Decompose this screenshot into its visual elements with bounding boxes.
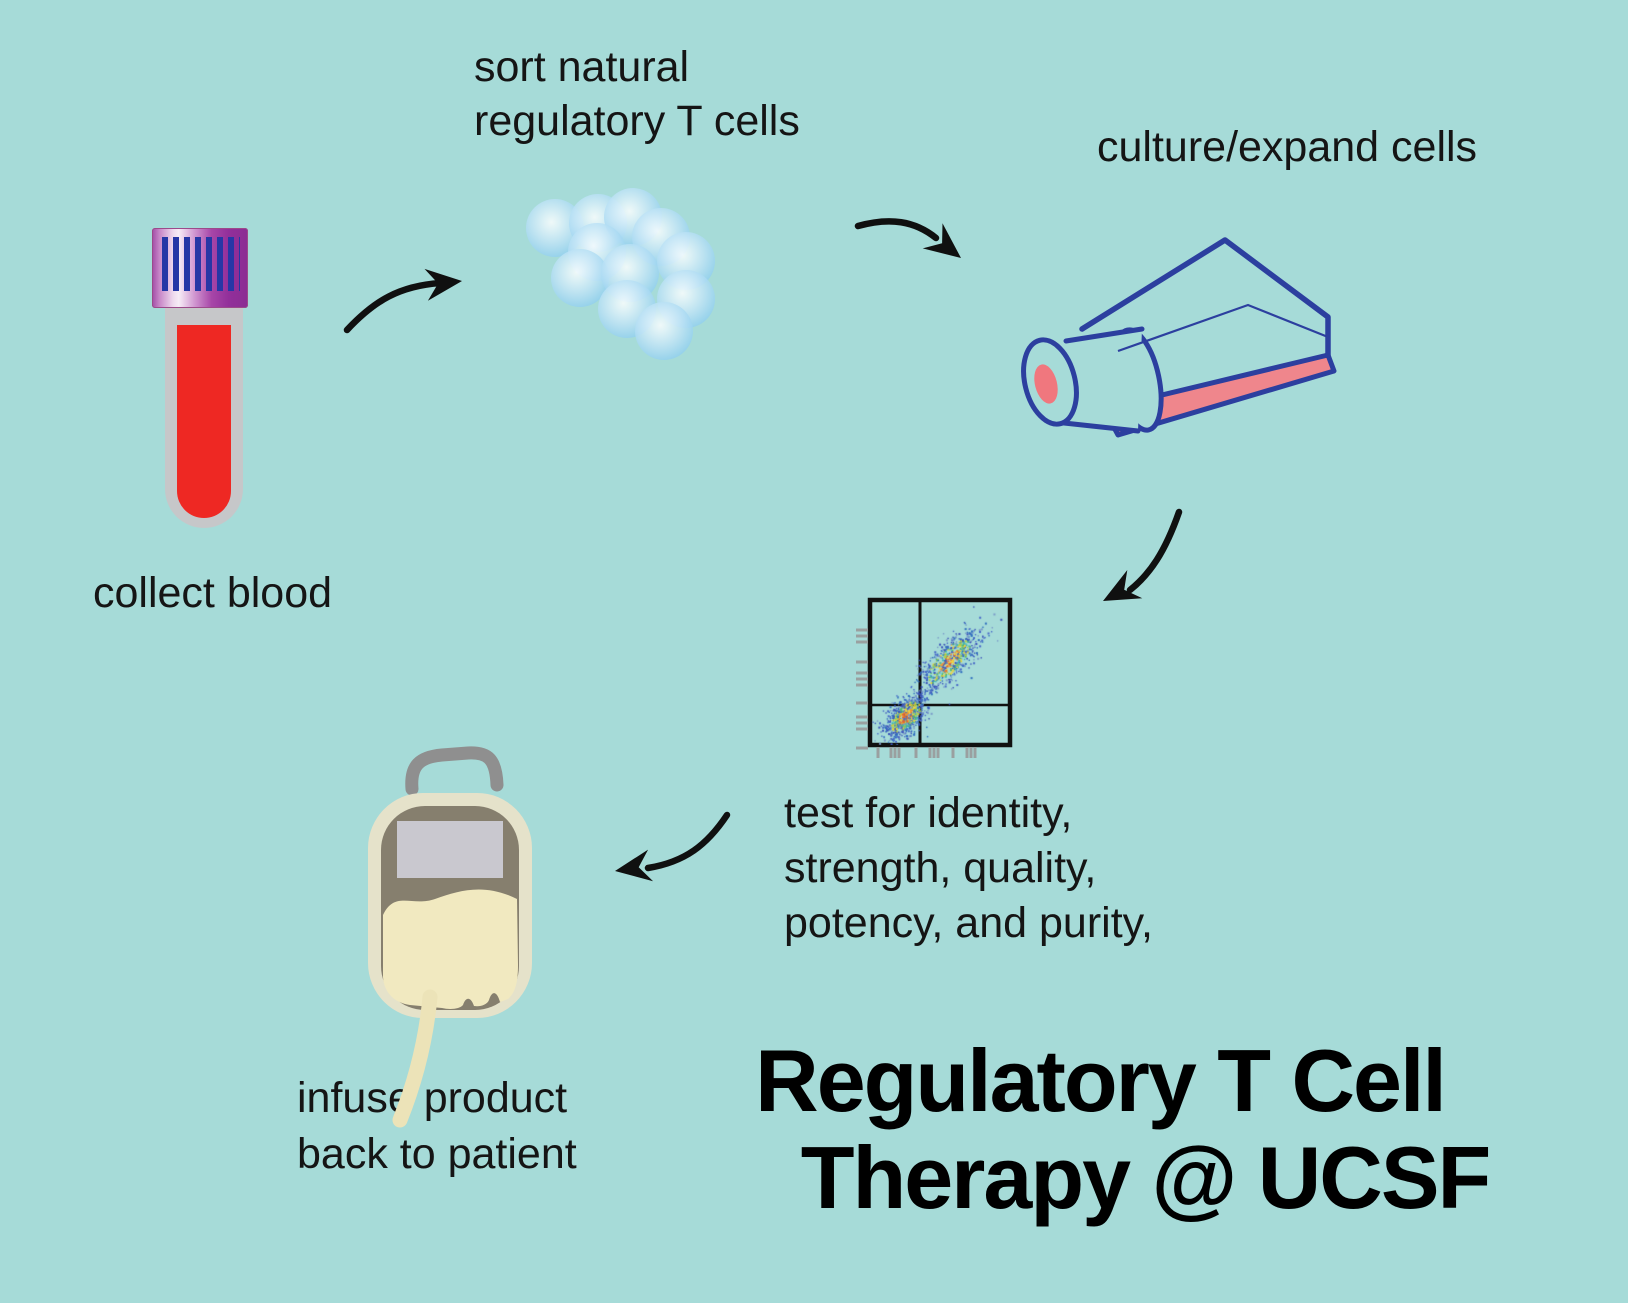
arrow-collect-to-sort (343, 279, 444, 334)
flask-body-outline (1079, 237, 1331, 358)
test-label-line1: test for identity, (784, 789, 1073, 837)
sort-cells-label: sort natural regulatory T cells (474, 40, 800, 148)
sort-cells-label-line2: regulatory T cells (474, 97, 800, 145)
arrowhead-collect-to-sort (424, 268, 462, 301)
infuse-label-line2: back to patient (297, 1130, 577, 1178)
arrow-test-to-infuse (644, 811, 731, 872)
bag-fluid (383, 889, 518, 1009)
flask-neck-top-edge (1063, 326, 1145, 344)
test-product-label: test for identity, strength, quality, pote… (784, 786, 1153, 951)
arrow-culture-to-test (1126, 508, 1183, 594)
flask-neck-bottom-edge (1061, 420, 1141, 434)
t-cell-sphere (635, 302, 693, 360)
infuse-label-line1: infuse product (297, 1074, 568, 1122)
blood-tube-icon (150, 225, 260, 535)
page-title-line1: Regulatory T Cell (755, 1031, 1447, 1130)
test-label-line2: strength, quality, (784, 844, 1097, 892)
test-label-line3: potency, and purity, (784, 899, 1153, 947)
infusion-bag-icon (368, 746, 532, 1128)
arrow-sort-to-culture (854, 218, 940, 242)
flask-inner-reflection (1117, 303, 1329, 353)
culture-flask-icon (1021, 237, 1337, 438)
flask-cap-port (1034, 364, 1058, 404)
collect-blood-label: collect blood (93, 569, 333, 617)
sort-cells-label-line1: sort natural (474, 43, 690, 91)
page-title-line2: Therapy @ UCSF (800, 1128, 1492, 1227)
infuse-product-label: infuse product back to patient (297, 1070, 577, 1182)
bag-label (397, 821, 503, 878)
arrowhead-culture-to-test (1103, 570, 1143, 601)
tube-cap (152, 228, 248, 308)
culture-expand-label: culture/expand cells (1097, 123, 1478, 171)
page-title: Regulatory T Cell Therapy @ UCSF (690, 1032, 1510, 1226)
tube-cap-stripes (162, 237, 240, 291)
plot-axis-ticks (856, 628, 977, 758)
flask-neck-body (1064, 329, 1142, 431)
flow-cytometry-dots (870, 600, 1010, 745)
tube-blood-fill (177, 325, 231, 518)
arrowhead-test-to-infuse (615, 849, 654, 882)
bag-tube (392, 989, 438, 1128)
bag-handle (405, 746, 504, 796)
arrowhead-sort-to-culture (922, 223, 961, 258)
